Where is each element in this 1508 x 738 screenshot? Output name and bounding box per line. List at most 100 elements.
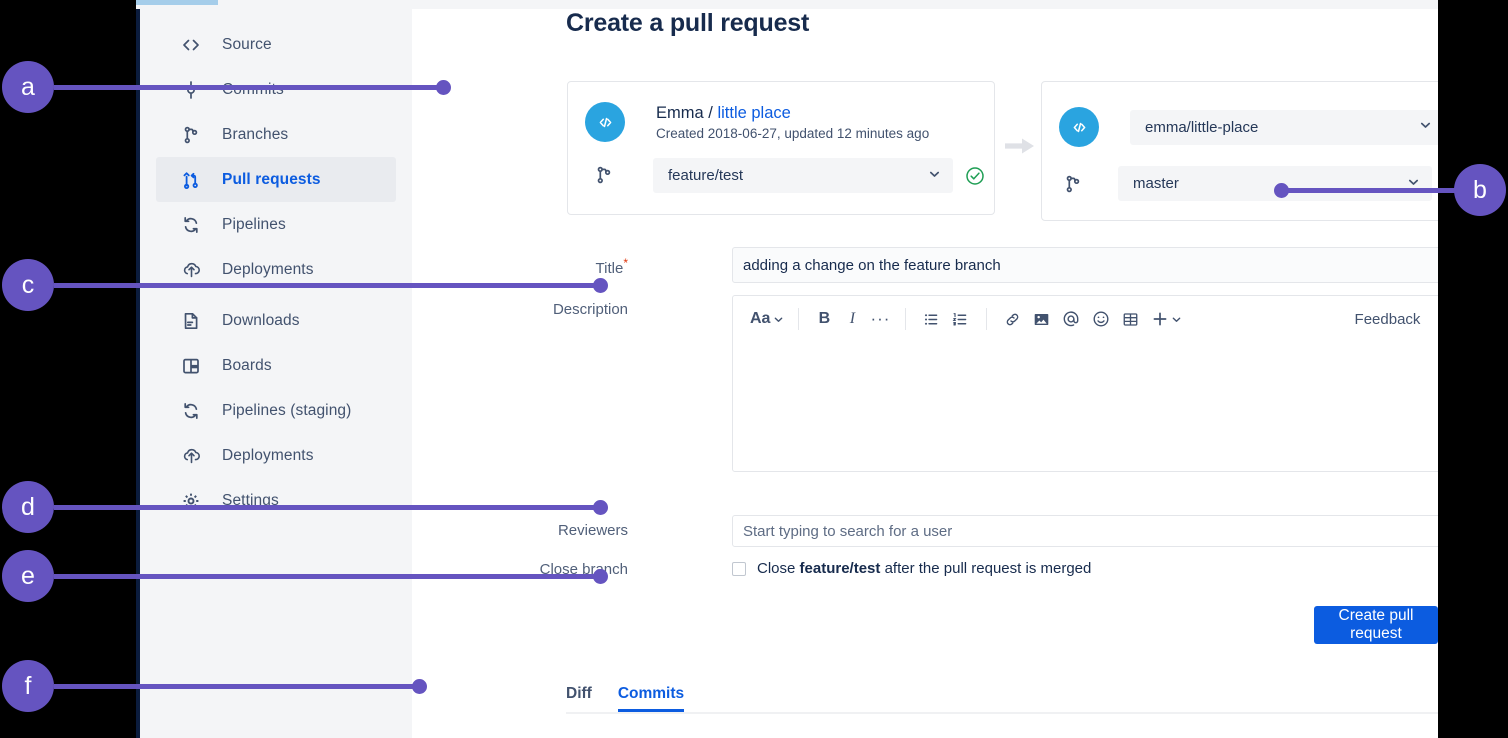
destination-repo-row: emma/little-place [1059,107,1438,147]
sidebar-item-label: Boards [222,356,272,374]
callout-endpoint-f [412,679,427,694]
sidebar-item-deployments-2[interactable]: Deployments [156,433,396,478]
sidebar-item-source[interactable]: Source [156,22,396,67]
tab-commits[interactable]: Commits [618,685,684,712]
repository-sidebar: Source Commits [136,9,412,738]
close-branch-checkbox[interactable] [732,561,746,576]
title-input-value: adding a change on the feature branch [743,256,1001,274]
bullet-list-icon[interactable] [917,305,946,333]
chevron-down-icon [1407,175,1420,192]
repository-avatar-icon [585,102,625,142]
emoji-icon[interactable] [1086,305,1116,333]
callout-leader-b [1281,188,1457,193]
sidebar-item-label: Pull requests [222,170,321,188]
callout-leader-c [54,283,602,288]
table-icon[interactable] [1116,305,1145,333]
reviewers-label: Reviewers [557,522,628,539]
insert-more-icon[interactable] [1145,305,1184,333]
source-branch-select[interactable]: feature/test [653,158,953,193]
mention-icon[interactable] [1056,305,1086,333]
sidebar-item-label: Settings [222,491,279,509]
sidebar-item-label: Pipelines [222,215,286,233]
callout-badge-e: e [2,550,54,602]
destination-repo-select[interactable]: emma/little-place [1130,109,1438,145]
callout-leader-e [54,574,602,579]
callout-endpoint-d [593,500,608,515]
repo-name-link[interactable]: little place [717,104,791,122]
description-label: Description [552,301,628,318]
sidebar-group-secondary: Downloads Boards [140,292,412,523]
callout-leader-a [54,85,444,90]
sidebar-item-settings[interactable]: Settings [156,478,396,523]
boards-icon [180,355,202,377]
toolbar-divider [798,308,800,330]
active-browser-tab[interactable] [136,0,218,5]
sidebar-item-boards[interactable]: Boards [156,343,396,388]
callout-badge-b: b [1454,164,1506,216]
callout-leader-d [54,505,602,510]
source-branch-card: Emma / little place Created 2018-06-27, … [567,81,995,215]
repository-avatar-icon [1059,107,1099,147]
sidebar-item-label: Pipelines (staging) [222,401,352,419]
gear-icon [180,490,202,512]
destination-branch-row: master [1059,166,1438,201]
sidebar-group-primary: Source Commits [140,9,412,292]
sidebar-item-deployments[interactable]: Deployments [156,247,396,292]
sidebar-item-downloads[interactable]: Downloads [156,298,396,343]
sidebar-item-branches[interactable]: Branches [156,112,396,157]
chevron-down-icon [928,167,941,184]
destination-repo-value: emma/little-place [1145,118,1259,136]
downloads-icon [180,310,202,332]
title-label: Title* [595,256,628,277]
bold-icon[interactable]: B [818,310,831,327]
reviewers-placeholder: Start typing to search for a user [743,522,953,540]
create-pull-request-button[interactable]: Create pull request [1314,606,1438,644]
repository-breadcrumb: Emma / little place [656,104,791,122]
tab-diff[interactable]: Diff [566,685,592,702]
chevron-down-icon [1419,119,1432,136]
pipelines-icon [180,214,202,236]
deployments-icon [180,259,202,281]
merge-direction-arrow-icon [1005,137,1035,160]
destination-branch-select[interactable]: master [1118,166,1432,201]
source-branch-valid-icon [965,166,985,186]
link-icon[interactable] [998,305,1027,333]
sidebar-item-pipelines-staging[interactable]: Pipelines (staging) [156,388,396,433]
text-style-dropdown[interactable]: Aa [747,305,787,333]
close-branch-text: Close feature/test after the pull reques… [757,560,1092,577]
more-formatting-icon[interactable]: ··· [870,309,891,328]
source-branch-row: feature/test [653,158,985,193]
italic-icon[interactable]: I [849,310,856,327]
browser-tab-strip [136,0,1438,9]
page-title: Create a pull request [566,9,810,37]
diff-commits-tabs: Diff Commits [566,677,1438,714]
title-input[interactable]: adding a change on the feature branch [732,247,1438,283]
callout-badge-c: c [2,259,54,311]
sidebar-item-pipelines[interactable]: Pipelines [156,202,396,247]
editor-toolbar: Aa B I ··· [733,296,1438,342]
sidebar-item-label: Downloads [222,311,300,329]
callout-endpoint-c [593,278,608,293]
sidebar-item-pull-requests[interactable]: Pull requests [156,157,396,202]
description-editor[interactable]: Aa B I ··· [732,295,1438,472]
pipelines-icon [180,400,202,422]
destination-branch-value: master [1133,175,1179,192]
close-branch-row[interactable]: Close feature/test after the pull reques… [732,560,1091,577]
toolbar-divider [905,308,907,330]
app-window: Source Commits [136,0,1438,738]
toolbar-divider [986,308,988,330]
repository-meta: Created 2018-06-27, updated 12 minutes a… [656,125,930,141]
source-branch-value: feature/test [668,167,744,184]
numbered-list-icon[interactable] [946,305,975,333]
source-repo-header: Emma / little place Created 2018-06-27, … [585,102,929,142]
reviewers-input[interactable]: Start typing to search for a user [732,515,1438,547]
required-marker: * [623,256,628,270]
sidebar-item-label: Deployments [222,260,314,278]
feedback-link[interactable]: Feedback [1354,310,1421,328]
tabs-underline [566,712,1438,714]
callout-badge-f: f [2,660,54,712]
branch-icon [590,161,618,189]
image-icon[interactable] [1027,305,1056,333]
callout-endpoint-b [1274,183,1289,198]
